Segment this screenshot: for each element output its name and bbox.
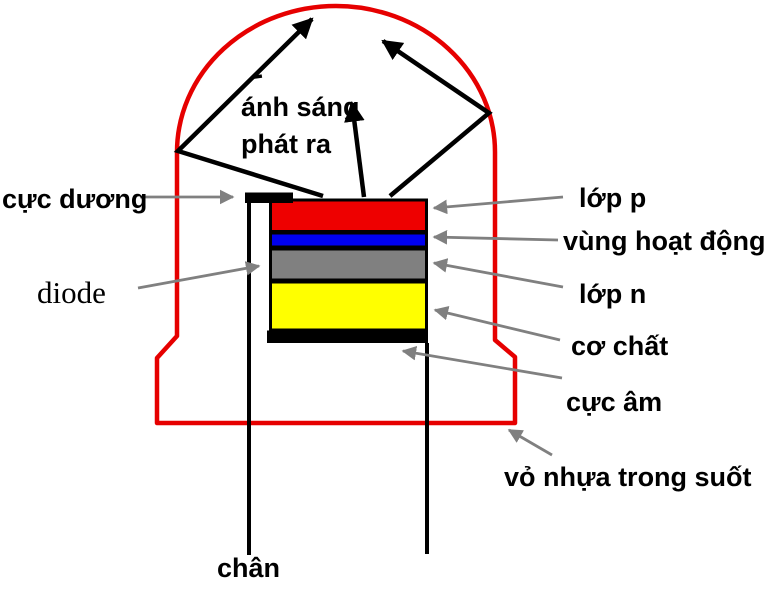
n-layer-rect <box>269 247 428 282</box>
p-layer-label: lớp p <box>579 183 647 213</box>
stray-dash <box>252 74 263 80</box>
anode-contact-cap <box>245 192 293 203</box>
active-region-rect <box>269 231 428 249</box>
emitted-light-label: ánh sáng phát ra <box>241 89 360 163</box>
p-layer-rect <box>269 198 428 233</box>
substrate-arrow <box>433 305 561 342</box>
diode-arrow <box>137 261 261 290</box>
plastic-shell-arrow <box>507 428 553 457</box>
diode-label: diode <box>37 275 106 310</box>
light-ray-middle <box>344 100 367 198</box>
leg-label: chân <box>217 553 281 583</box>
plastic-shell-label: vỏ nhựa trong suốt <box>504 462 752 492</box>
positive-terminal-label: cực dương <box>2 184 148 214</box>
emitted-light-line1: ánh sáng <box>241 92 360 122</box>
active-region-label: vùng hoạt động <box>563 226 766 256</box>
negative-terminal-label: cực âm <box>566 387 663 417</box>
emitted-light-line2: phát ra <box>241 129 332 159</box>
plastic-shell-outline <box>154 3 518 426</box>
active-region-arrow <box>432 230 559 245</box>
substrate-label: cơ chất <box>571 331 669 361</box>
substrate-rect <box>269 280 428 332</box>
n-layer-label: lớp n <box>579 279 647 309</box>
p-layer-arrow <box>432 195 564 215</box>
light-ray-right <box>381 39 493 198</box>
negative-terminal-arrow <box>401 346 563 380</box>
cathode-contact-bar <box>267 330 428 343</box>
light-ray-left <box>173 17 324 199</box>
n-layer-arrow <box>432 258 564 289</box>
